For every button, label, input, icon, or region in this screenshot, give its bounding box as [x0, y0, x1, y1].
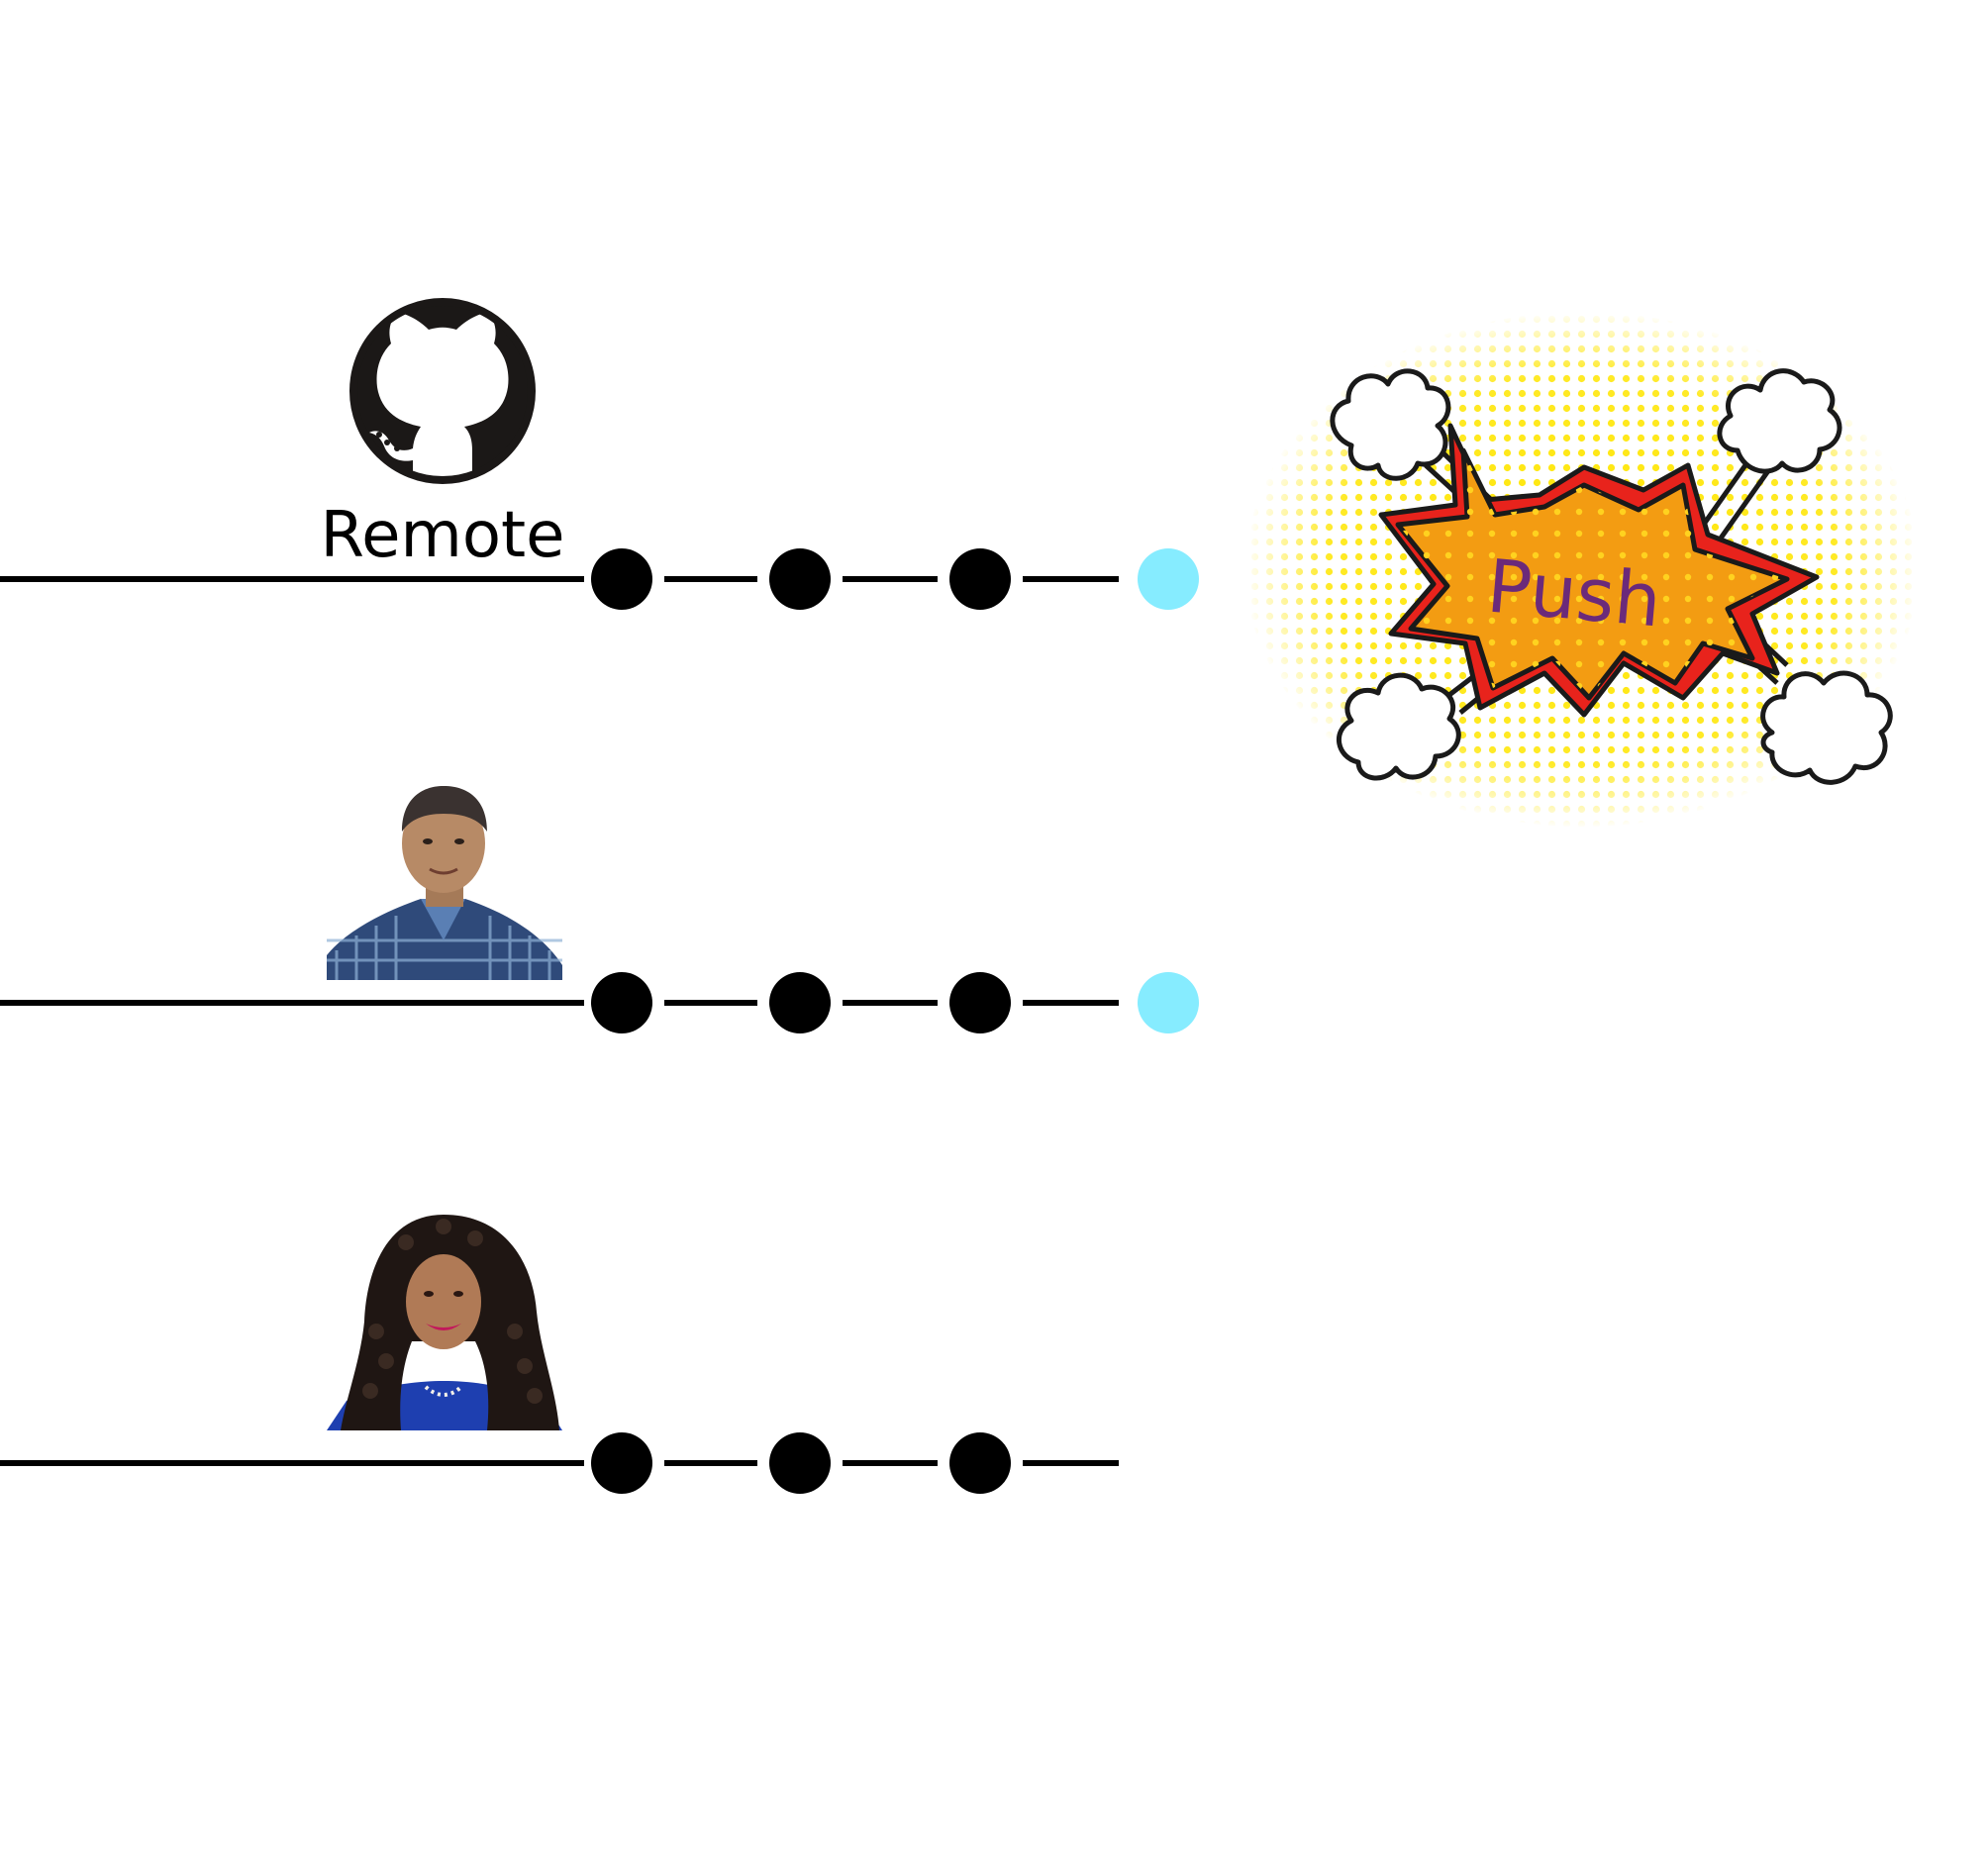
commit-node [949, 548, 1011, 610]
remote-commit-line [0, 548, 1199, 610]
commit-node [949, 972, 1011, 1033]
github-icon [349, 298, 536, 484]
avatar-woman [327, 1193, 562, 1430]
user-1-commit-line [0, 972, 1199, 1033]
remote-label: Remote [321, 499, 565, 572]
push-burst: Push [1243, 310, 1921, 829]
commit-node [949, 1432, 1011, 1494]
commit-node [769, 972, 831, 1033]
push-label: Push [1484, 544, 1665, 644]
user-2-commit-line [0, 1432, 1119, 1494]
user-1-row [0, 782, 1199, 1033]
commit-node [591, 548, 652, 610]
user-2-row [0, 1193, 1119, 1494]
commit-node [769, 548, 831, 610]
avatar-man [327, 782, 562, 980]
remote-row: Remote [0, 298, 1199, 610]
smoke-puff-icon [1330, 368, 1893, 785]
new-commit-node [1138, 972, 1199, 1033]
commit-node [591, 972, 652, 1033]
commit-node [769, 1432, 831, 1494]
new-commit-node [1138, 548, 1199, 610]
commit-node [591, 1432, 652, 1494]
